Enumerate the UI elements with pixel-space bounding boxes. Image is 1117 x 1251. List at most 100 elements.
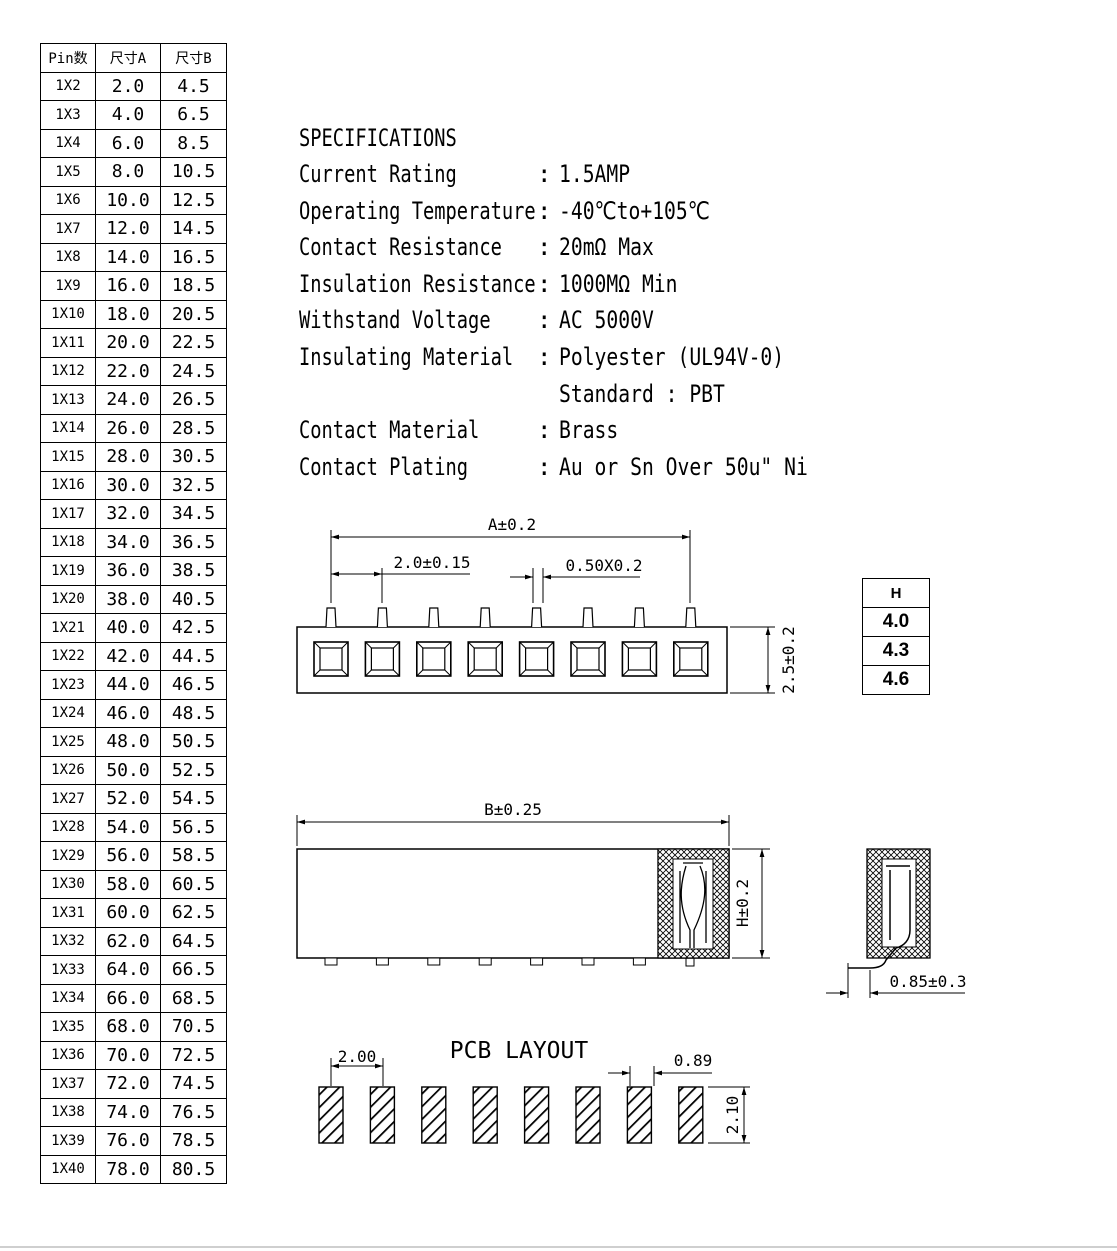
pin-count-cell: 1X10	[40, 299, 96, 329]
spec-value: 20mΩ Max	[559, 233, 654, 262]
spec-row: Insulation Resistance:1000MΩ Min	[299, 266, 677, 303]
dim-b-cell: 32.5	[160, 470, 227, 500]
pin-tail	[632, 957, 646, 966]
spec-separator: :	[537, 269, 552, 298]
spec-separator: :	[537, 196, 552, 225]
pcb-pad	[369, 1086, 396, 1144]
pin-count-cell: 1X26	[40, 755, 96, 785]
pin-count-cell: 1X4	[40, 128, 96, 158]
specifications-title: SPECIFICATIONS	[299, 124, 457, 152]
spec-row: Operating Temperature:-40℃to+105℃	[299, 193, 710, 230]
dim-a-cell: 78.0	[95, 1154, 161, 1184]
end-view-contact	[848, 865, 911, 969]
height-option: 4.3	[862, 636, 930, 666]
spec-row: Contact Material:Brass	[299, 412, 618, 449]
side-view-contact-cavity	[672, 858, 714, 950]
spec-separator: :	[537, 160, 552, 188]
dim-h-label: H±0.2	[733, 879, 752, 927]
height-option: 4.0	[862, 607, 930, 637]
pin-count-cell: 1X14	[40, 413, 96, 443]
dim-a-cell: 68.0	[95, 1012, 161, 1042]
dim-a-cell: 74.0	[95, 1097, 161, 1127]
pcb-pad	[472, 1086, 498, 1144]
pin-count-cell: 1X9	[40, 271, 96, 301]
dim-a-cell: 70.0	[95, 1040, 161, 1070]
spec-row: Current Rating:1.5AMP	[299, 156, 630, 193]
pin-count-cell: 1X18	[40, 527, 96, 557]
dim-a-cell: 32.0	[95, 499, 161, 529]
dim-a-cell: 10.0	[95, 185, 161, 215]
spec-value: Polyester (UL94V-0)	[559, 342, 785, 371]
pin-count-cell: 1X16	[40, 470, 96, 500]
spec-label: Contact Plating	[299, 452, 469, 481]
dim-b-cell: 42.5	[160, 613, 227, 643]
dim-a-cell: 58.0	[95, 869, 161, 899]
spec-row: Contact Resistance:20mΩ Max	[299, 229, 654, 266]
dim-b-cell: 34.5	[160, 499, 227, 529]
dim-b-cell: 62.5	[160, 898, 227, 928]
dim-b-cell: 6.5	[160, 100, 227, 130]
dim-a-cell: 8.0	[95, 157, 161, 187]
dim-b-cell: 26.5	[160, 385, 227, 415]
socket-chamfer	[519, 641, 554, 677]
front-view-body	[296, 626, 728, 694]
pcb-pad	[626, 1086, 653, 1144]
dim-a-cell: 56.0	[95, 841, 161, 871]
dim-b-cell: 68.5	[160, 983, 227, 1013]
socket-chamfer	[416, 641, 452, 677]
height-option: 4.6	[862, 665, 930, 695]
end-view-cavity	[881, 858, 917, 948]
front-view-pins	[313, 607, 709, 677]
dim-pitch-label: 2.0±0.15	[393, 553, 470, 572]
dim-a-label: A±0.2	[488, 515, 536, 534]
dim-pcb-pitch-label: 2.00	[338, 1047, 377, 1066]
spec-row: Insulating Material:Polyester (UL94V-0)	[299, 339, 784, 376]
dim-a-cell: 64.0	[95, 955, 161, 985]
front-view: A±0.2 2.0±0.15 0.50X0.2 2.5±0.2	[296, 515, 798, 694]
spec-value: 1.5AMP	[559, 160, 631, 188]
spec-value: Brass	[559, 416, 619, 445]
spec-label: Contact Resistance	[299, 233, 502, 262]
socket-inner	[576, 647, 600, 671]
dim-a-cell: 28.0	[95, 442, 161, 472]
socket-inner	[319, 647, 343, 671]
pin-count-cell: 1X2	[40, 71, 96, 101]
dim-a-cell: 76.0	[95, 1126, 161, 1156]
socket-chamfer	[570, 641, 606, 677]
dim-a-cell: 38.0	[95, 584, 161, 614]
dim-b-cell: 18.5	[160, 271, 227, 301]
pin-count-cell: 1X19	[40, 556, 96, 586]
dim-b-cell: 14.5	[160, 214, 227, 244]
socket-inner	[524, 647, 549, 671]
spec-label: Contact Material	[299, 416, 480, 445]
side-view-contact	[679, 862, 707, 948]
pin-count-cell: 1X38	[40, 1097, 96, 1127]
side-view-contact-tail	[685, 957, 695, 967]
pin-tip	[633, 607, 645, 628]
dim-lead-label: 0.85±0.3	[889, 972, 966, 991]
dim-b-cell: 38.5	[160, 556, 227, 586]
pin-tip	[325, 607, 337, 628]
pin-count-cell: 1X11	[40, 328, 96, 358]
pin-count-cell: 1X27	[40, 784, 96, 814]
dim-b-label: B±0.25	[484, 800, 542, 819]
end-section-view: 0.85±0.3	[826, 848, 967, 998]
socket-chamfer	[673, 641, 709, 677]
dim-a-cell: 54.0	[95, 812, 161, 842]
side-view-pins	[324, 957, 646, 966]
dim-b-cell: 4.5	[160, 71, 227, 101]
dim-b-cell: 24.5	[160, 356, 227, 386]
pin-table-header-dim-a: 尺寸A	[95, 43, 161, 73]
dim-a-cell: 42.0	[95, 641, 161, 671]
pin-count-cell: 1X22	[40, 641, 96, 671]
